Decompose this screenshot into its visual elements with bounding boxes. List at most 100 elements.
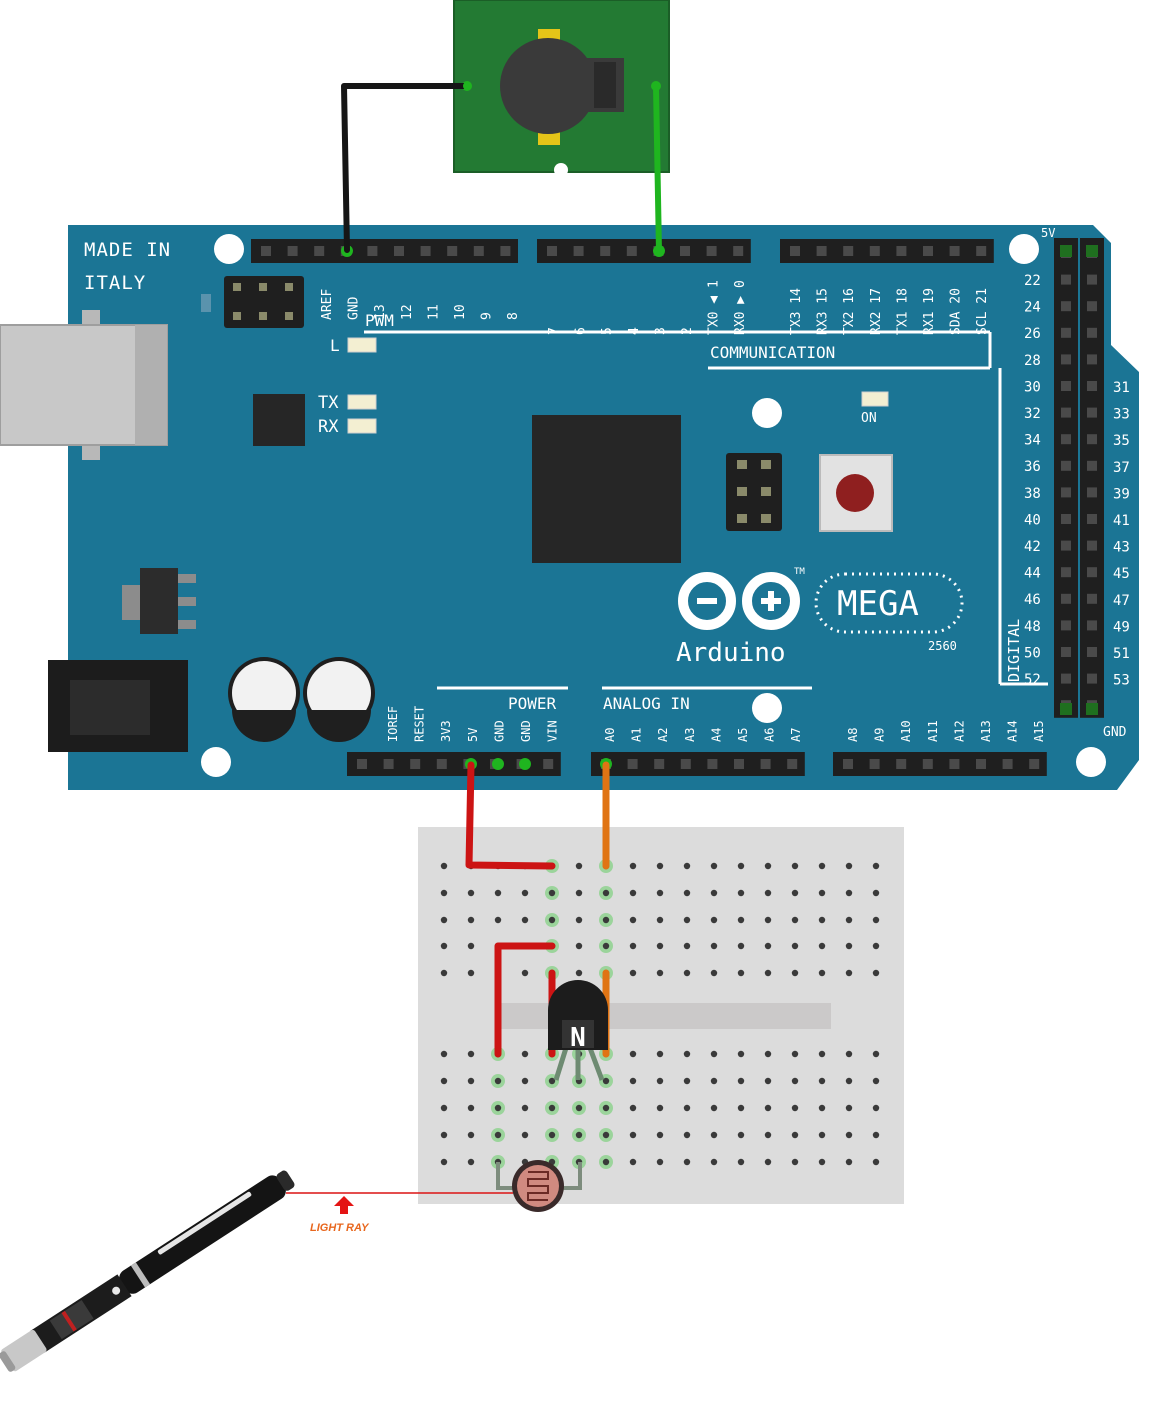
breadboard-hole: [629, 969, 637, 977]
pin-label: 2: [680, 327, 695, 335]
led-rx: [347, 418, 377, 434]
breadboard-hole: [791, 889, 799, 897]
breadboard-hole: [683, 1158, 691, 1166]
header-pin: [261, 246, 271, 256]
mounting-hole: [1009, 234, 1039, 264]
breadboard-hole: [737, 862, 745, 870]
breadboard-hole: [791, 1104, 799, 1112]
led-on: [861, 391, 889, 407]
header-pin: [314, 246, 325, 256]
breadboard-hole: [656, 1131, 664, 1139]
header-pin: [1087, 487, 1097, 498]
pin-label: RX2 17: [869, 288, 884, 335]
made-in-label: MADE IN: [84, 239, 171, 261]
pin-label: 51: [1113, 646, 1130, 662]
mounting-hole: [214, 234, 244, 264]
header-pin: [707, 759, 718, 769]
breadboard-hole: [521, 1131, 529, 1139]
led-l: [347, 337, 377, 353]
header-pin: [447, 246, 458, 256]
5v-label: 5V: [1041, 226, 1055, 240]
breadboard-hole: [791, 942, 799, 950]
breadboard-hole: [629, 1158, 637, 1166]
pin-label: A1: [630, 728, 644, 742]
breadboard-hole: [629, 889, 637, 897]
header-pin: [1087, 673, 1097, 684]
breadboard-hole: [656, 916, 664, 924]
breadboard-hole: [737, 1050, 745, 1058]
header-pin: [1061, 487, 1071, 498]
reset-button: [819, 454, 893, 532]
wire-5v: [465, 761, 556, 870]
breadboard-hole: [872, 1077, 880, 1085]
breadboard-hole: [818, 1077, 826, 1085]
breadboard-hole: [845, 1077, 853, 1085]
breadboard-hole: [818, 942, 826, 950]
header-pin: [790, 246, 800, 256]
digital-label: DIGITAL: [1005, 619, 1023, 682]
pin-label: TX1 18: [895, 288, 910, 335]
header-pin: [436, 759, 447, 769]
pin-label: IOREF: [386, 706, 400, 742]
breadboard-hole: [845, 1104, 853, 1112]
photoresistor: [496, 1160, 582, 1212]
wire-breadboard-jumper-1: [494, 942, 556, 1058]
analog-header-b: [833, 752, 1047, 776]
header-pin: [410, 759, 421, 769]
breadboard-hole: [656, 1158, 664, 1166]
header-pin: [627, 759, 638, 769]
breadboard-hole: [791, 1158, 799, 1166]
breadboard-hole: [818, 916, 826, 924]
breadboard-hole: [656, 1104, 664, 1112]
breadboard-hole: [629, 916, 637, 924]
breadboard-hole: [710, 969, 718, 977]
pin-label: RX1 19: [922, 288, 937, 335]
breadboard-hole: [494, 916, 502, 924]
header-pin: [1087, 434, 1097, 445]
breadboard-hole: [521, 916, 529, 924]
header-pin: [733, 246, 744, 256]
breadboard-hole: [467, 1104, 475, 1112]
breadboard-hole: [629, 1131, 637, 1139]
breadboard-hole: [791, 1077, 799, 1085]
communication-label: COMMUNICATION: [710, 343, 835, 362]
power-label: POWER: [508, 694, 557, 713]
breadboard-hole: [467, 969, 475, 977]
header-pin: [1061, 301, 1071, 312]
header-pin: [1061, 514, 1071, 524]
breadboard-hole: [683, 862, 691, 870]
pin-label: GND: [519, 720, 533, 742]
pwm-label: PWM: [365, 311, 394, 330]
header-pin: [976, 246, 987, 256]
header-pin: [367, 246, 378, 256]
breadboard-hole: [845, 862, 853, 870]
led-l-label: L: [330, 336, 340, 355]
power-pin: [1086, 703, 1098, 715]
breadboard-hole: [683, 969, 691, 977]
breadboard-hole: [683, 1077, 691, 1085]
breadboard-hole: [764, 942, 772, 950]
usb-connector: [0, 310, 168, 460]
wire-buzzer-gnd: [341, 82, 471, 253]
header-pin: [869, 246, 880, 256]
pin-label: 50: [1024, 645, 1041, 661]
arduino-mega-board: MADE IN ITALY PWM COMMUNICATION L TX RX …: [0, 225, 1139, 790]
breadboard-hole: [467, 1077, 475, 1085]
header-pin: [1087, 593, 1097, 604]
breadboard-hole: [764, 916, 772, 924]
breadboard-hole: [683, 942, 691, 950]
pin-label: 39: [1113, 486, 1130, 502]
breadboard-hole: [737, 942, 745, 950]
light-ray: LIGHT RAY: [286, 1192, 513, 1234]
header-pin: [1087, 407, 1097, 418]
breadboard-hole: [521, 1050, 529, 1058]
pin-label: SCL 21: [975, 288, 990, 335]
header-pin: [680, 759, 691, 769]
pin-label: A7: [789, 728, 803, 742]
header-pin: [816, 246, 827, 256]
pin-label: 13: [373, 304, 388, 320]
mega-badge: MEGA 2560: [814, 572, 964, 653]
breadboard-hole: [737, 1158, 745, 1166]
header-pin: [394, 246, 404, 256]
transistor-label: N: [570, 1023, 586, 1053]
